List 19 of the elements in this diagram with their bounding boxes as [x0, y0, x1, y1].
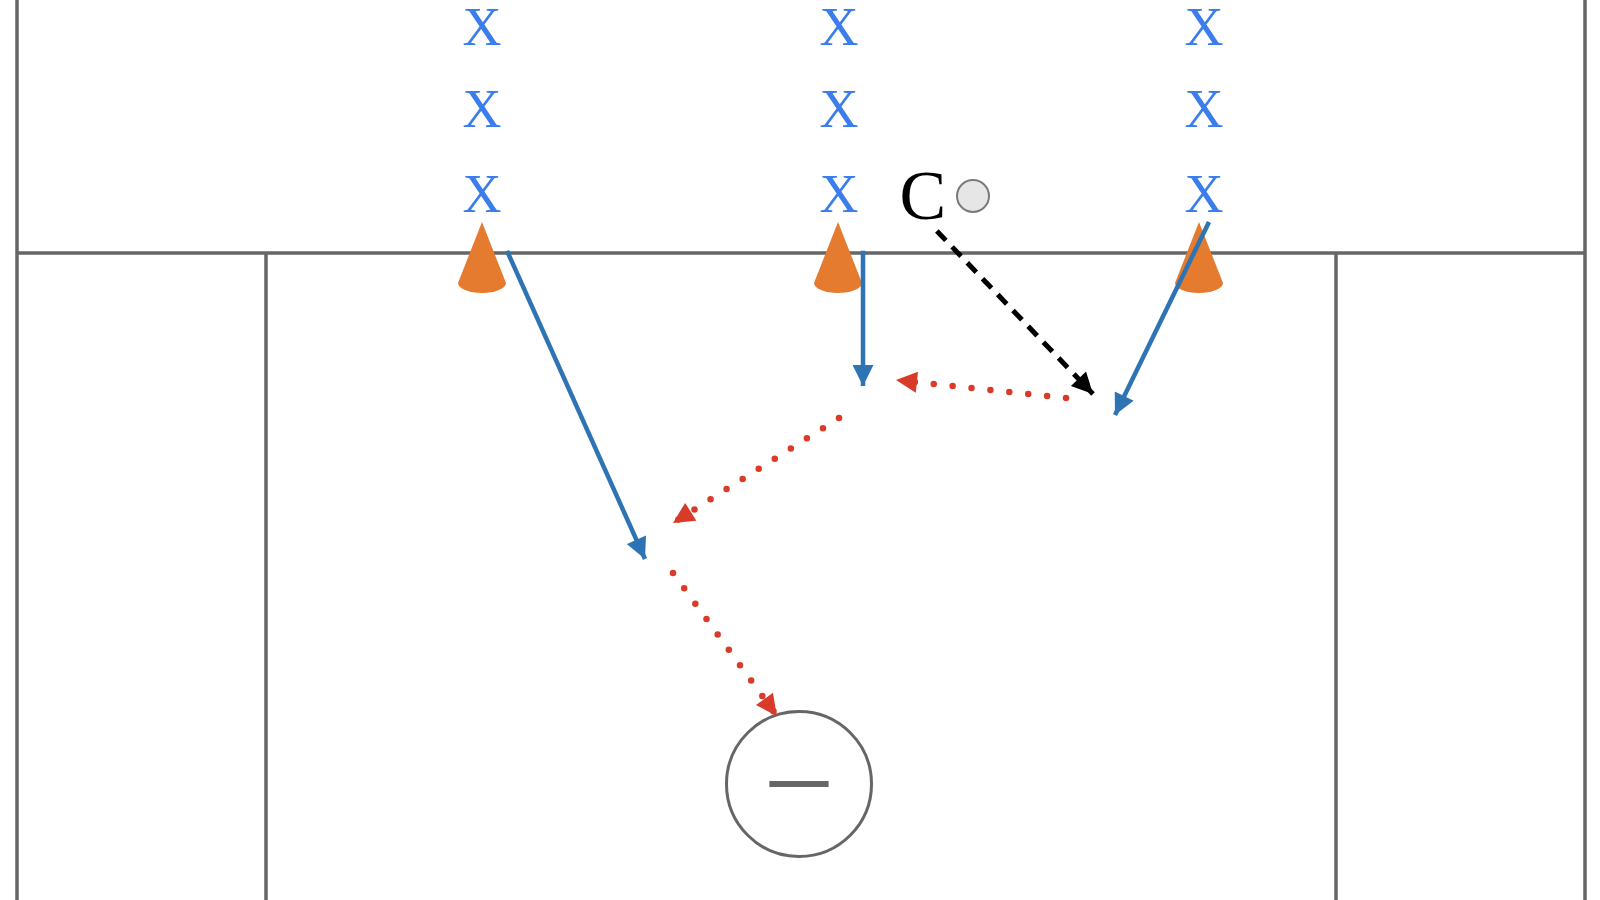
- player-mark: X: [462, 0, 502, 54]
- player-mark: X: [462, 82, 502, 136]
- player-mark: X: [1184, 167, 1224, 221]
- arrow: [504, 249, 648, 560]
- cone-icon: [813, 222, 863, 294]
- dashed-arrow: [935, 229, 1095, 396]
- coach-label: C: [899, 161, 947, 231]
- player-mark: X: [819, 167, 859, 221]
- goal-crease: [725, 710, 873, 858]
- player-mark: X: [462, 167, 502, 221]
- ball-icon: [956, 179, 990, 213]
- arrow: [1112, 221, 1212, 416]
- cone-icon: [457, 222, 507, 294]
- player-mark: X: [819, 82, 859, 136]
- player-mark: X: [1184, 0, 1224, 54]
- arrow: [852, 250, 874, 386]
- cone-icon: [1174, 222, 1224, 294]
- player-mark: X: [819, 0, 859, 54]
- player-mark: X: [1184, 82, 1224, 136]
